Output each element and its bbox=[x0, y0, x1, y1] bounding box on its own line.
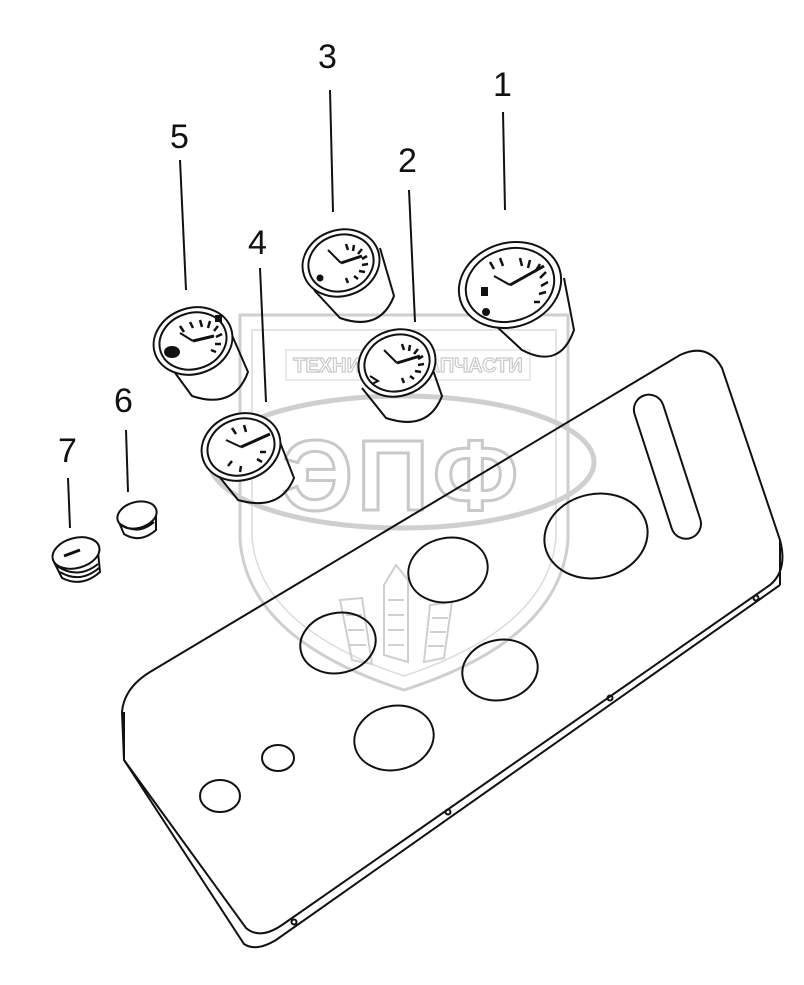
plug-7 bbox=[51, 536, 102, 583]
gauge-2 bbox=[357, 328, 444, 423]
plug-6 bbox=[116, 500, 158, 540]
callout-7: 7 bbox=[58, 432, 77, 470]
gauge-3-needle bbox=[340, 254, 363, 265]
gauge-1 bbox=[457, 240, 576, 358]
gauge-1-needle bbox=[509, 264, 545, 287]
panel-hole-upper-middle bbox=[407, 536, 489, 604]
callout-1: 1 bbox=[493, 66, 512, 104]
panel-hole-small-left bbox=[199, 779, 241, 813]
gauge-2-needle bbox=[396, 354, 421, 365]
gauge-4-needle bbox=[240, 432, 271, 449]
watermark-shield bbox=[238, 313, 570, 692]
panel-outline bbox=[120, 349, 784, 935]
callout-leaders bbox=[67, 89, 506, 529]
dashboard-panel-plate bbox=[120, 349, 784, 949]
gauge-5 bbox=[152, 306, 250, 401]
gauge-3 bbox=[301, 228, 396, 323]
gauge-4 bbox=[200, 412, 296, 505]
gauge-5-dial-ticks bbox=[178, 319, 223, 354]
gauge-4-dial-ticks bbox=[227, 424, 266, 473]
panel-slot bbox=[632, 393, 702, 540]
gauge-2-dial-ticks bbox=[400, 343, 425, 384]
gauge-5-needle bbox=[192, 334, 215, 343]
panel-hole-large-right bbox=[543, 492, 649, 580]
callout-numbers: 1 2 3 4 5 6 7 bbox=[58, 38, 512, 470]
callout-4: 4 bbox=[248, 224, 267, 262]
callout-5: 5 bbox=[170, 118, 189, 156]
callout-2: 2 bbox=[398, 142, 417, 180]
panel-hole-lower bbox=[353, 704, 435, 772]
gauge-3-dial-ticks bbox=[344, 243, 369, 284]
gauge-1-dial-ticks bbox=[488, 257, 549, 304]
callout-3: 3 bbox=[318, 38, 337, 76]
panel-hole-lower-middle bbox=[461, 638, 539, 702]
panel-hole-small bbox=[261, 744, 295, 772]
watermark-logo-letters: ЭПФ bbox=[282, 420, 522, 532]
callout-6: 6 bbox=[114, 382, 133, 420]
panel-hole-left bbox=[299, 611, 377, 675]
